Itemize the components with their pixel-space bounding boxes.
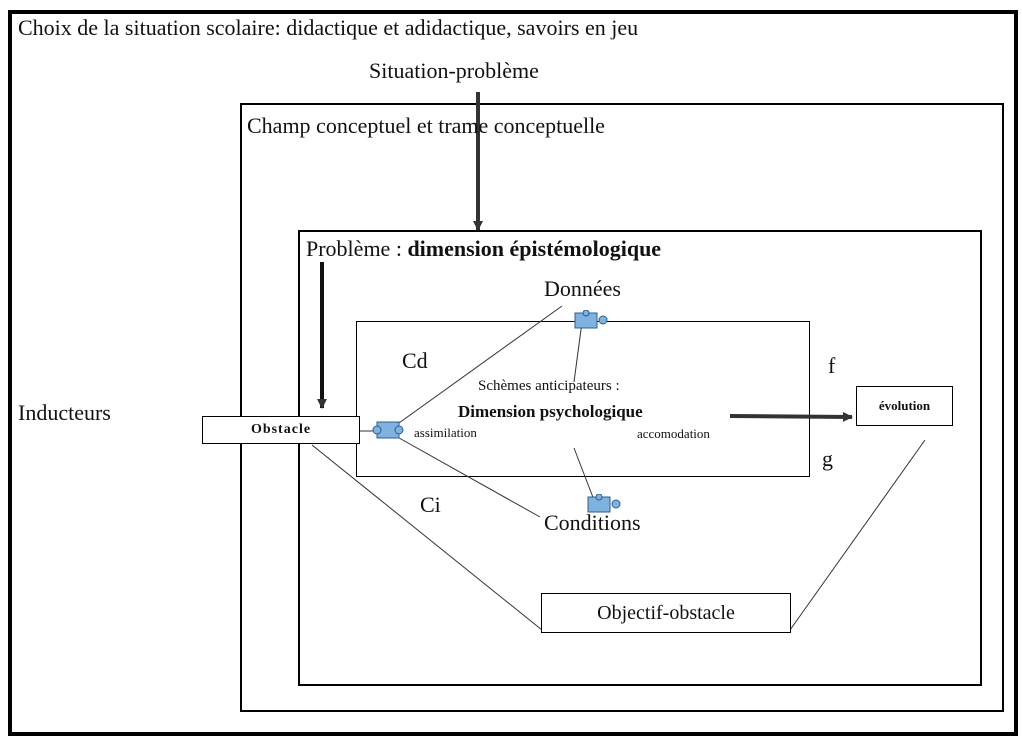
outer-frame [8, 10, 1018, 736]
probleme-frame [298, 230, 982, 686]
probleme-label-bold: dimension épistémologique [407, 236, 662, 261]
assimilation-label: assimilation [414, 425, 477, 440]
donnees-label: Données [544, 276, 621, 301]
probleme-label-prefix: Problème : [306, 236, 408, 261]
conditions-label: Conditions [544, 510, 641, 535]
objectif-obstacle-label: Objectif-obstacle [597, 601, 735, 624]
cd-line [391, 305, 563, 429]
vertical-line-bottom [573, 447, 595, 501]
evolution-box: évolution [856, 386, 953, 426]
situation-probleme-label: Situation-problème [369, 58, 539, 83]
main-title: Choix de la situation scolaire: didactiq… [18, 15, 639, 40]
puzzle-icon-conditions [587, 494, 621, 513]
puzzle-icon-donnees [574, 310, 608, 329]
inducteurs-label: Inducteurs [18, 400, 111, 425]
evolution-arrow [729, 411, 853, 422]
evolution-objectif-line [789, 439, 926, 631]
cd-label: Cd [402, 348, 428, 373]
f-label: f [828, 353, 836, 378]
probleme-label: Problème : dimension épistémologique [306, 236, 661, 262]
g-label: g [822, 446, 833, 471]
ci-label: Ci [420, 492, 441, 517]
obstacle-label: Obstacle [250, 422, 312, 437]
objectif-obstacle-box: Objectif-obstacle [541, 593, 791, 633]
obstacle-objectif-line [311, 444, 543, 631]
obstacle-box: Obstacle [202, 416, 360, 444]
schemes-title: Schèmes anticipateurs : [478, 378, 620, 394]
dimension-psychologique: Dimension psychologique [458, 402, 643, 421]
puzzle-icon-assimilation [372, 421, 404, 439]
vertical-line-top [573, 321, 583, 383]
ci-line [391, 433, 541, 518]
champ-conceptuel-frame [240, 103, 1004, 712]
accomodation-label: accomodation [637, 426, 710, 441]
evolution-label: évolution [878, 398, 931, 413]
champ-label: Champ conceptuel et trame conceptuelle [247, 113, 605, 138]
